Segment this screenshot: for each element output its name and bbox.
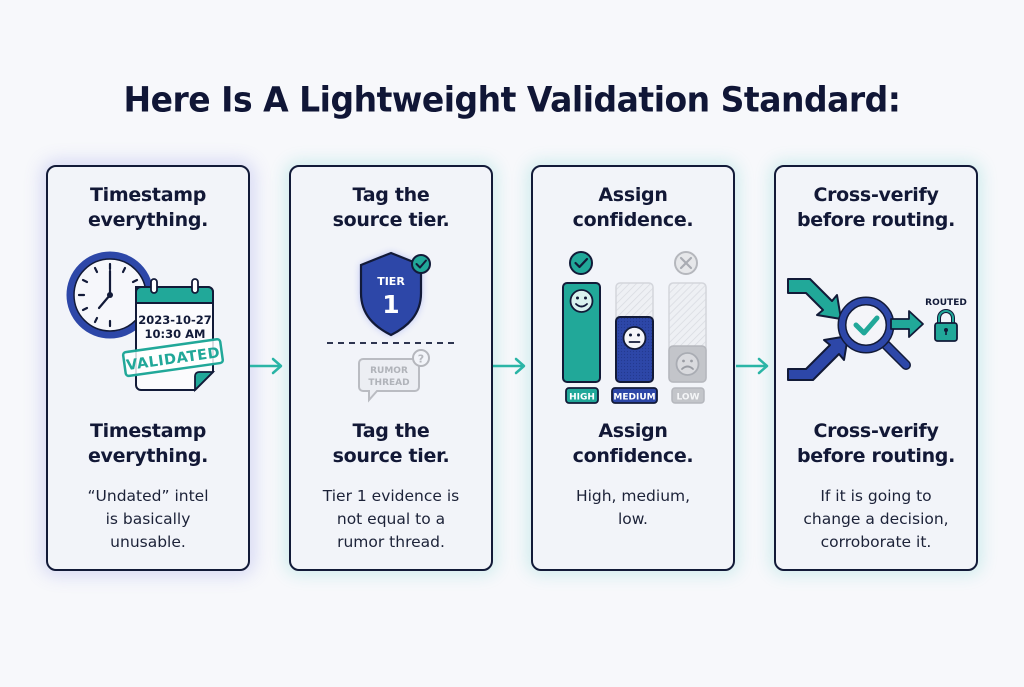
svg-text:2023-10-27: 2023-10-27 [138, 313, 212, 327]
timestamp-illustration: 2023-10-27 10:30 AM VALIDATED [48, 245, 248, 415]
lock-icon [934, 309, 958, 342]
card-heading-repeat: Timestamp everything. [87, 420, 209, 467]
check-circle-icon [569, 251, 593, 275]
shield-icon: TIER 1 [359, 251, 423, 337]
x-circle-icon [674, 251, 698, 275]
step-card-confidence: Assign confidence. [531, 165, 735, 571]
svg-text:LOW: LOW [677, 393, 700, 403]
arrow-right-icon [736, 357, 769, 375]
svg-text:RUMOR: RUMOR [370, 366, 408, 376]
card-description: High, medium, low. [575, 487, 691, 528]
card-heading: Assign confidence. [572, 184, 694, 231]
svg-text:MEDIUM: MEDIUM [613, 393, 655, 403]
card-description: Tier 1 evidence is not equal to a rumor … [322, 487, 460, 551]
neutral-face-icon [622, 326, 647, 350]
cross-verify-illustration: ROUTED [776, 245, 976, 415]
svg-text:?: ? [418, 353, 424, 366]
happy-face-icon [569, 289, 594, 313]
svg-text:TIER: TIER [377, 275, 405, 288]
step-card-timestamp: Timestamp everything. [46, 165, 250, 571]
card-heading: Tag the source tier. [332, 184, 450, 231]
card-heading: Timestamp everything. [87, 184, 209, 231]
svg-text:10:30 AM: 10:30 AM [145, 327, 206, 341]
confidence-illustration: HIGH MEDIUM [533, 245, 733, 415]
arrow-right-icon [493, 357, 526, 375]
speech-bubble-icon: RUMOR THREAD [358, 358, 420, 403]
page-title: Here Is A Lightweight Validation Standar… [123, 79, 901, 120]
arrow-right-icon [250, 357, 283, 375]
svg-text:1: 1 [382, 290, 399, 319]
confidence-bar-low: LOW [668, 282, 707, 404]
converging-arrows-icon [787, 278, 849, 381]
confidence-bar-medium: MEDIUM [611, 282, 658, 404]
card-heading-repeat: Tag the source tier. [332, 420, 450, 467]
svg-text:HIGH: HIGH [569, 393, 595, 403]
magnifier-check-icon [837, 296, 911, 370]
source-tier-illustration: TIER 1 RUMOR THREAD ? [291, 245, 491, 415]
card-heading-repeat: Cross-verify before routing. [796, 420, 956, 467]
card-heading-repeat: Assign confidence. [572, 420, 694, 467]
question-icon: ? [412, 349, 430, 367]
arrow-right-icon [890, 310, 924, 338]
svg-text:ROUTED: ROUTED [925, 298, 967, 308]
card-description: “Undated” intel is basically unusable. [87, 487, 209, 551]
check-badge-icon [411, 254, 431, 274]
step-card-cross-verify: Cross-verify before routing. ROUTED [774, 165, 978, 571]
step-card-source-tier: Tag the source tier. TIER 1 RUM [289, 165, 493, 571]
card-heading: Cross-verify before routing. [796, 184, 956, 231]
card-description: If it is going to change a decision, cor… [803, 487, 949, 551]
confidence-bar-high: HIGH [562, 282, 601, 404]
svg-text:THREAD: THREAD [368, 378, 409, 388]
sad-face-icon [675, 352, 700, 376]
